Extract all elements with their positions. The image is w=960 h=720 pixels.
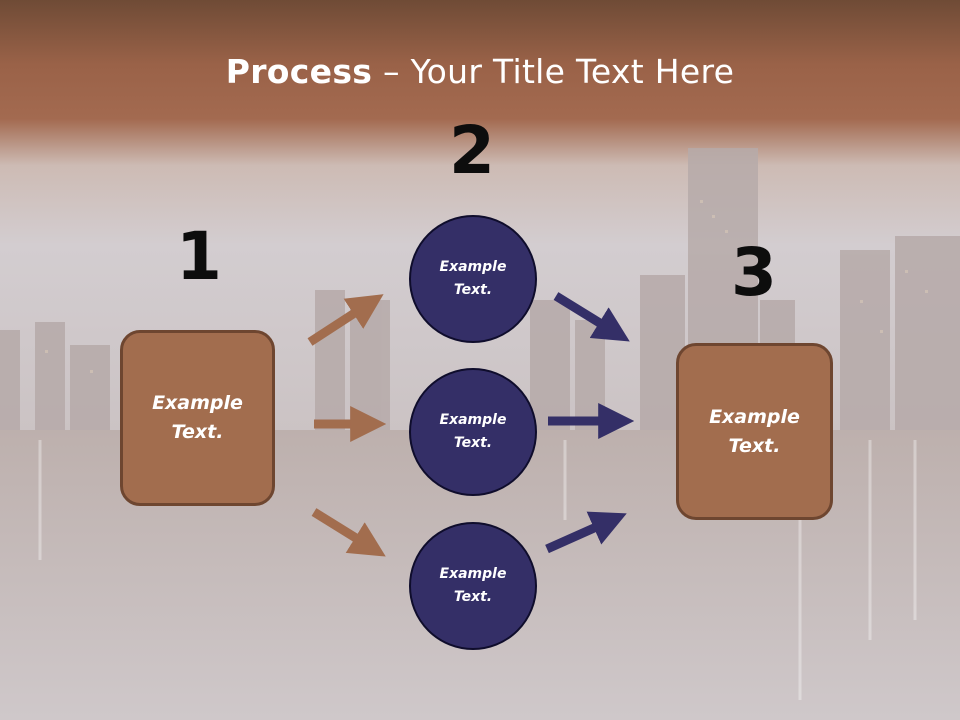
arrow-box1-to-circle1 <box>307 294 384 346</box>
arrow-circle1-to-box3 <box>553 292 630 342</box>
step-2-circle-top[interactable]: Example Text. <box>409 215 537 343</box>
circle-bottom-text: Example Text. <box>439 566 507 605</box>
title-bold: Process <box>225 52 373 91</box>
step-number-2: 2 <box>449 112 495 189</box>
title-rest: – Your Title Text Here <box>372 52 735 91</box>
step-3-box-text: Example Text. <box>709 405 800 457</box>
step-2-circle-middle[interactable]: Example Text. <box>409 368 537 496</box>
step-number-1: 1 <box>176 218 222 295</box>
step-1-box-text: Example Text. <box>152 392 243 443</box>
arrow-box1-to-circle3 <box>311 508 386 557</box>
arrow-circle3-to-box3 <box>545 511 627 554</box>
step-3-box[interactable]: Example Text. <box>676 343 833 520</box>
step-1-box[interactable]: Example Text. <box>120 330 275 506</box>
step-2-circle-bottom[interactable]: Example Text. <box>409 522 537 650</box>
circle-top-text: Example Text. <box>439 259 507 298</box>
step-number-3: 3 <box>731 234 777 311</box>
slide-title: Process – Your Title Text Here <box>0 52 960 91</box>
circle-middle-text: Example Text. <box>439 412 507 451</box>
